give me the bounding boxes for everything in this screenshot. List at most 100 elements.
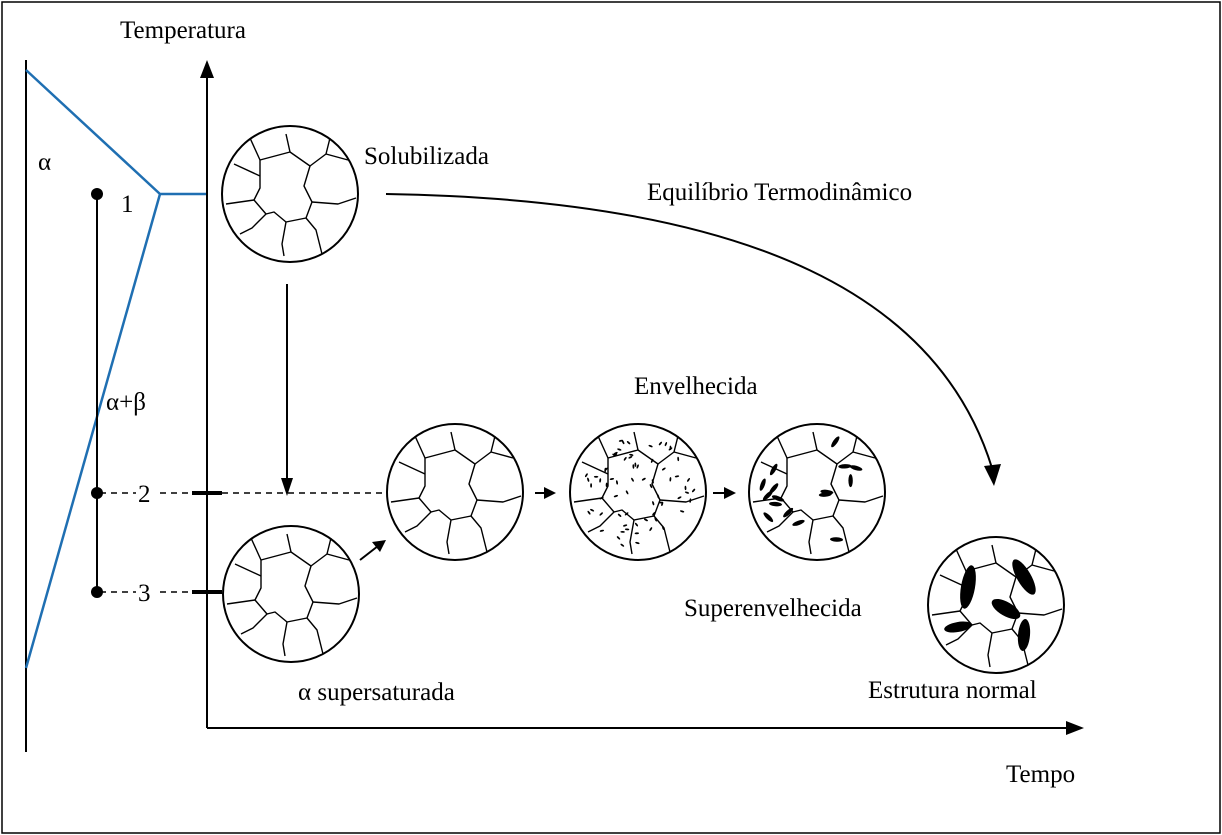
estrutura-normal-label: Estrutura normal bbox=[868, 677, 1037, 704]
precipitate-particle bbox=[652, 511, 656, 516]
supersaturada-microstructure-icon bbox=[222, 525, 360, 663]
quench-arrowhead-icon bbox=[281, 478, 293, 496]
precipitate-particle bbox=[658, 501, 664, 504]
point-3-label: 3 bbox=[138, 580, 151, 607]
solubilizada-label: Solubilizada bbox=[364, 143, 489, 170]
precipitate-particle bbox=[604, 467, 608, 471]
y-axis-arrowhead-icon bbox=[200, 60, 214, 78]
precipitate-particle bbox=[635, 541, 640, 545]
point-2-marker bbox=[91, 487, 103, 499]
precipitate-particle bbox=[668, 447, 673, 451]
precipitate-particle bbox=[599, 529, 605, 532]
y-axis-label: Temperatura bbox=[120, 17, 246, 44]
precipitate-particle bbox=[783, 507, 794, 518]
precipitate-particle bbox=[649, 484, 653, 489]
precipitate-particle bbox=[657, 494, 660, 499]
precipitate-particle bbox=[792, 519, 805, 526]
precipitate-particle bbox=[587, 477, 590, 482]
precipitate-particle bbox=[662, 525, 665, 530]
envelhecida-microstructure-icon bbox=[569, 423, 707, 561]
precipitate-particle bbox=[622, 524, 628, 527]
point-1-label: 1 bbox=[121, 191, 134, 218]
precipitate-particle bbox=[624, 528, 630, 531]
equilibrium-curve-arrow bbox=[385, 193, 993, 469]
solubilizada-microstructure-icon bbox=[221, 125, 359, 263]
point-2-label: 2 bbox=[138, 481, 151, 508]
precipitate-particle bbox=[599, 478, 602, 483]
superenvelhecida-microstructure-icon bbox=[748, 423, 886, 561]
precipitate-particle bbox=[654, 517, 657, 522]
precipitate-particle bbox=[684, 491, 690, 494]
precipitate-particle bbox=[838, 464, 852, 469]
precipitate-particle bbox=[771, 495, 785, 502]
alpha-region-label: α bbox=[38, 149, 51, 176]
precipitate-particle bbox=[632, 464, 635, 469]
precipitate-particle bbox=[830, 537, 843, 542]
precipitate-particle bbox=[692, 488, 696, 493]
point-3-marker bbox=[91, 586, 103, 598]
precipitate-particle bbox=[616, 480, 618, 485]
precipitate-particle bbox=[590, 508, 595, 512]
precipitate-particle bbox=[624, 512, 629, 516]
precipitate-particle bbox=[651, 479, 654, 484]
precipitate-particle bbox=[626, 441, 631, 445]
precipitate-particle bbox=[623, 456, 627, 461]
equilibrium-arrowhead-icon bbox=[984, 464, 1001, 486]
precipitate-particle bbox=[625, 490, 629, 495]
precipitate-particle bbox=[634, 462, 637, 467]
precipitate-particle bbox=[684, 485, 687, 491]
precipitate-particle bbox=[669, 477, 672, 482]
precipitate-particle bbox=[636, 464, 639, 469]
precipitate-particle bbox=[620, 530, 625, 533]
precipitate-particle bbox=[634, 532, 639, 535]
precipitate-particle bbox=[769, 483, 779, 494]
precipitate-particle bbox=[590, 483, 592, 488]
precipitate-particle bbox=[634, 522, 639, 527]
precipitate-particle bbox=[848, 474, 853, 488]
precipitate-particle bbox=[661, 467, 666, 471]
arrow-supersat-to-aging bbox=[359, 545, 379, 561]
point-1-marker bbox=[91, 188, 103, 200]
x-axis-label: Tempo bbox=[1006, 761, 1075, 788]
precipitate-particle bbox=[617, 448, 622, 451]
quenched-microstructure-icon bbox=[386, 423, 524, 561]
precipitate-particle bbox=[769, 501, 782, 507]
small-arrowhead-icon bbox=[724, 487, 736, 499]
precipitate-particle bbox=[609, 478, 615, 480]
precipitate-particle bbox=[621, 440, 625, 445]
precipitate-particle bbox=[613, 451, 618, 455]
solidus-line bbox=[24, 193, 162, 669]
precipitate-particle bbox=[587, 510, 591, 515]
precipitate-particle bbox=[677, 496, 682, 500]
precipitate-particle bbox=[763, 512, 774, 523]
precipitate-particle bbox=[648, 444, 653, 448]
precipitate-particle bbox=[759, 478, 766, 491]
estrutura-normal-microstructure-icon bbox=[927, 536, 1065, 674]
two-phase-region-label: α+β bbox=[106, 389, 146, 416]
precipitate-particle bbox=[677, 456, 680, 462]
precipitate-particle bbox=[599, 512, 603, 516]
precipitate-particle bbox=[679, 510, 685, 513]
precipitate-particle bbox=[658, 441, 662, 446]
precipitate-particle bbox=[616, 536, 621, 540]
envelhecida-label: Envelhecida bbox=[634, 373, 758, 400]
precipitate-particle bbox=[644, 518, 648, 522]
precipitate-particle bbox=[674, 475, 680, 478]
precipitate-particle bbox=[620, 543, 625, 547]
small-arrowhead-icon bbox=[372, 540, 386, 552]
precipitate-particle bbox=[599, 496, 604, 500]
precipitate-particle bbox=[628, 456, 633, 459]
precipitate-particle bbox=[664, 442, 668, 447]
precipitate-particle bbox=[689, 498, 692, 503]
precipitate-particle bbox=[593, 475, 599, 478]
precipitate-particle bbox=[641, 477, 646, 481]
precipitate-particle bbox=[831, 436, 840, 448]
alpha-supersaturada-label: α supersaturada bbox=[298, 679, 455, 706]
superenvelhecida-label: Superenvelhecida bbox=[684, 595, 862, 622]
precipitate-particle bbox=[849, 465, 863, 471]
precipitate-particle bbox=[612, 453, 617, 457]
x-axis-arrowhead-icon bbox=[1066, 721, 1084, 735]
